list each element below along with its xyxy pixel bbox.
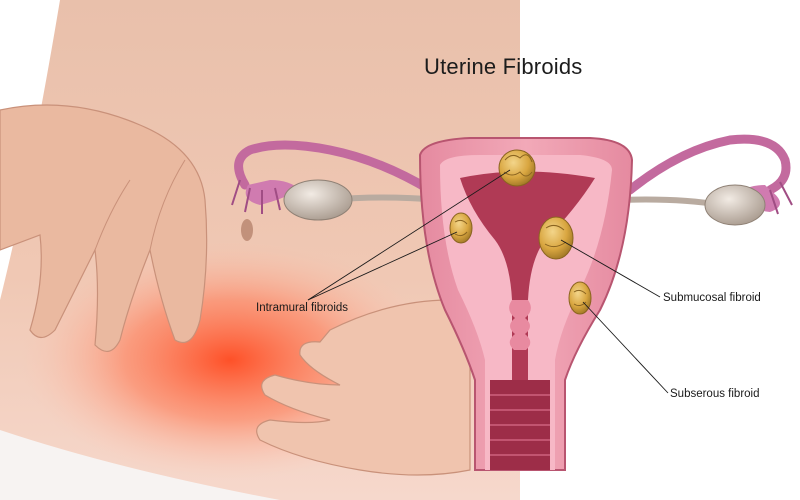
leader-line-subserous bbox=[582, 301, 669, 394]
leader-line-intramural-top bbox=[307, 169, 511, 301]
submucosal-fibroid-label: Submucosal fibroid bbox=[663, 292, 761, 304]
subserous-fibroid-label: Subserous fibroid bbox=[670, 388, 760, 400]
right-ovary bbox=[704, 184, 766, 226]
left-fallopian-tube bbox=[231, 140, 435, 214]
left-ovary bbox=[283, 179, 353, 221]
fibroid-intramural-left bbox=[449, 212, 473, 244]
fibroid-top bbox=[498, 149, 536, 187]
upper-hand bbox=[0, 104, 208, 352]
fibroid-submucosal bbox=[538, 216, 574, 260]
fibroid-subserous bbox=[568, 281, 592, 315]
navel bbox=[241, 219, 253, 241]
leader-line-intramural-left bbox=[307, 231, 458, 301]
intramural-fibroids-label: Intramural fibroids bbox=[256, 302, 349, 314]
diagram-title: Uterine Fibroids bbox=[424, 54, 583, 79]
leader-lines bbox=[307, 169, 669, 394]
leader-line-submucosal bbox=[560, 239, 661, 298]
lower-hand bbox=[256, 299, 471, 476]
